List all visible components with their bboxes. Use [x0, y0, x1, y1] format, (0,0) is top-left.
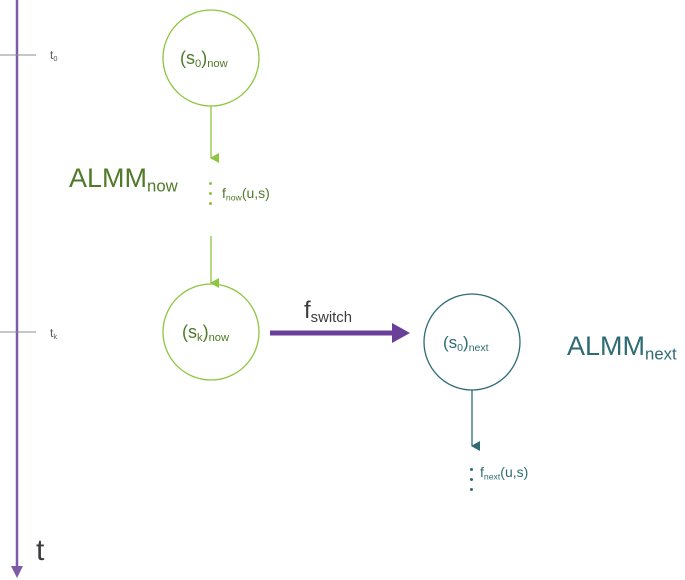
node-sk-now-label-sub2: now — [208, 332, 230, 345]
time-axis-arrowhead — [11, 566, 23, 578]
next-transition-sub: next — [483, 471, 501, 482]
model-next-name-sub: next — [645, 344, 677, 364]
now-transition-label: fnow(u,s) — [222, 185, 270, 203]
model-next-name-base: ALMM — [567, 331, 646, 361]
tick-label-t0-base: t — [50, 48, 54, 62]
model-now-name-sub: now — [147, 176, 178, 196]
now-transition-sub: now — [225, 192, 242, 203]
next-transition-label: fnext(u,s) — [480, 464, 529, 482]
switch-label-base: f — [304, 297, 311, 324]
node-s0-now-label-mid: ) — [201, 48, 208, 68]
now-transition-base: f — [222, 185, 226, 201]
now-transition-dots — [209, 182, 213, 212]
node-s0-next-label: (s0)next — [443, 333, 489, 354]
model-now-name: ALMMnow — [69, 163, 178, 195]
node-sk-now-label-mid: ) — [202, 322, 209, 342]
next-transition-base: f — [480, 464, 484, 480]
model-next-name: ALMMnext — [567, 331, 677, 363]
next-transition-tail: (u,s) — [500, 464, 529, 480]
node-s0-now-label-sub1: 0 — [195, 58, 202, 71]
time-axis-label: t — [36, 534, 45, 567]
node-s0-next-label-sub2: next — [468, 341, 489, 354]
model-now-name-base: ALMM — [69, 163, 148, 193]
node-s0-now-label: (s0)now — [180, 48, 228, 71]
node-sk-now-label: (sk)now — [182, 322, 230, 345]
now-transition-tail: (u,s) — [241, 185, 270, 201]
tick-label-t0: t0 — [50, 48, 58, 64]
switch-arrowhead — [392, 323, 410, 343]
tick-label-tk: tk — [50, 326, 58, 342]
switch-label-sub: switch — [310, 310, 352, 327]
switch-label: fswitch — [304, 297, 352, 327]
node-sk-now — [162, 283, 260, 381]
node-sk-now-label-sub1: k — [197, 332, 203, 345]
node-s0-now-label-base: (s — [180, 48, 195, 68]
node-s0-next-label-mid: ) — [463, 333, 469, 352]
node-s0-now-label-sub2: now — [207, 58, 228, 71]
next-transition-dots — [470, 468, 474, 498]
node-s0-next-label-sub1: 0 — [457, 341, 464, 354]
tick-label-t0-sub: 0 — [53, 54, 58, 64]
node-s0-next-label-base: (s — [443, 333, 458, 352]
tick-label-tk-sub: k — [53, 332, 58, 342]
node-sk-now-label-base: (s — [182, 322, 197, 342]
tick-label-tk-base: t — [50, 326, 54, 340]
